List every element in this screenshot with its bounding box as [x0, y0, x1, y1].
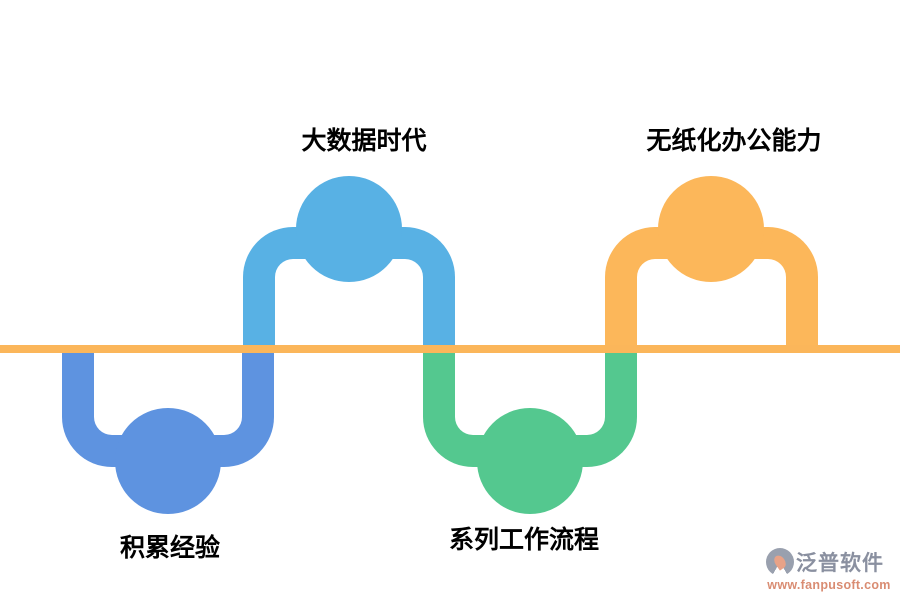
- node-circle: [477, 408, 583, 514]
- node-circle: [115, 408, 221, 514]
- fanpu-watermark: 泛普软件 www.fanpusoft.com: [766, 547, 892, 592]
- logo-row: 泛普软件: [766, 547, 892, 577]
- logo-name: 泛普软件: [796, 552, 884, 575]
- node-label: 积累经验: [119, 534, 221, 562]
- logo-url: www.fanpusoft.com: [767, 578, 891, 592]
- node-circle: [296, 176, 402, 282]
- fanpu-logo-icon: [766, 548, 794, 576]
- logo-accent-swirl: [771, 553, 789, 571]
- node-label: 大数据时代: [301, 127, 427, 155]
- node-label: 系列工作流程: [448, 526, 600, 554]
- node-circle: [658, 176, 764, 282]
- node-label: 无纸化办公能力: [646, 127, 822, 155]
- baseline: [0, 345, 900, 353]
